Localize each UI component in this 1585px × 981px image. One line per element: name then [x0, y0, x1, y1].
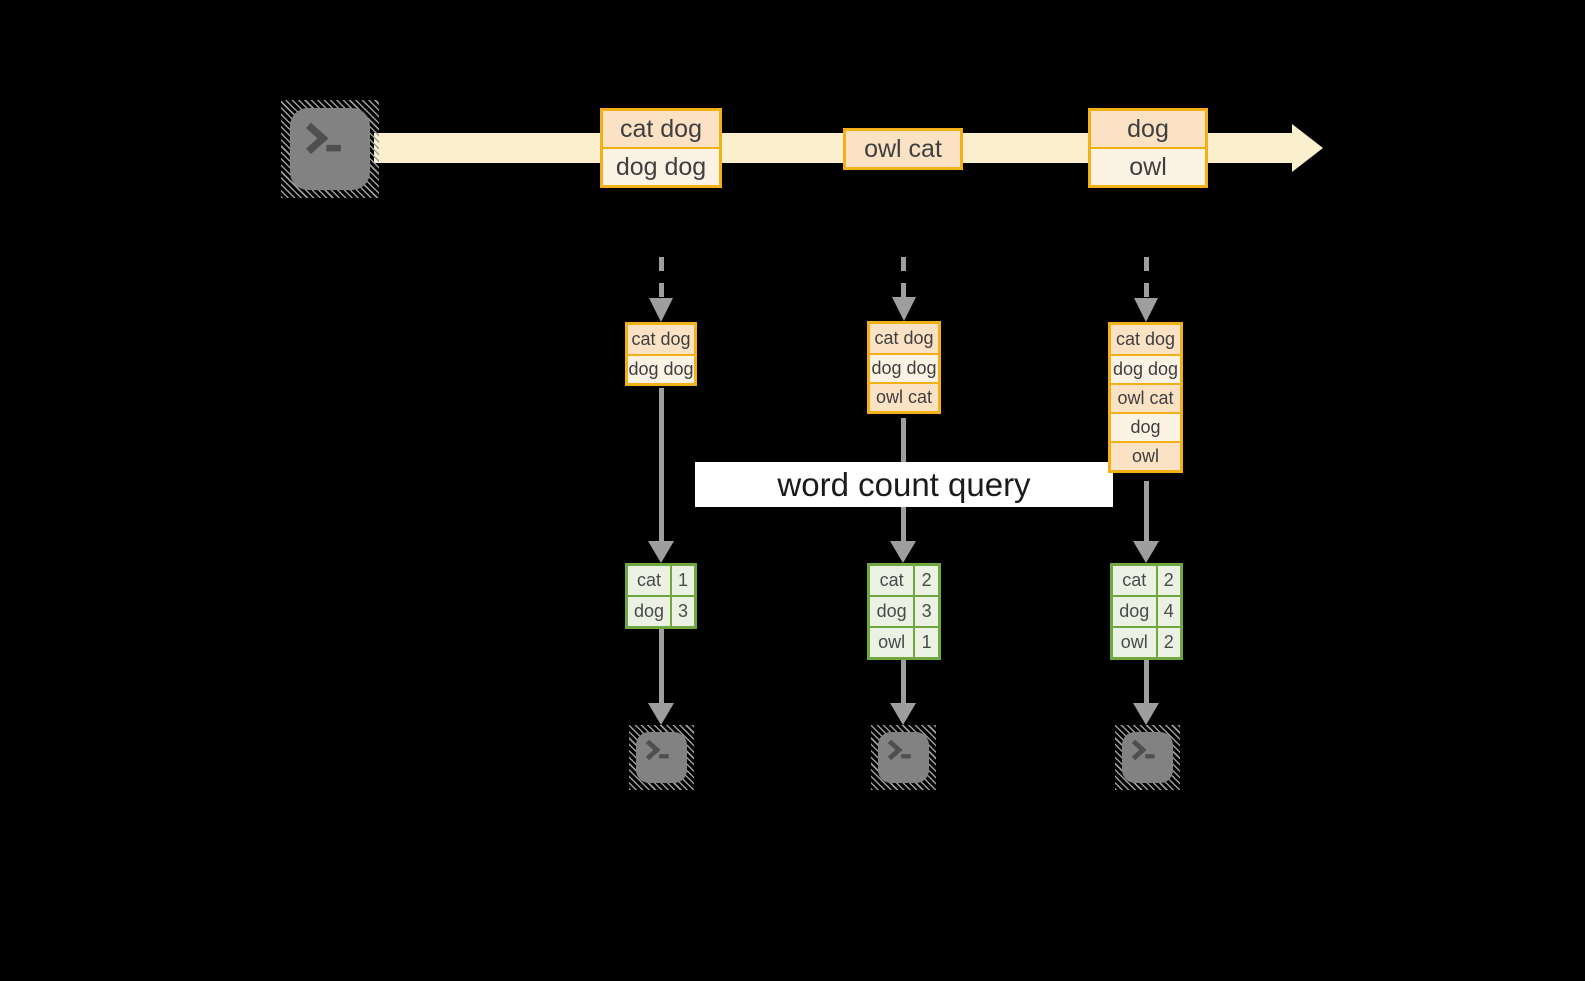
- count-table-2: cat 2 dog 3 owl 1: [867, 563, 941, 660]
- count-table-3: cat 2 dog 4 owl 2: [1110, 563, 1183, 660]
- stream-arrowhead-icon: [1292, 124, 1323, 172]
- arrowhead-icon: [890, 703, 916, 725]
- query-label: word count query: [695, 462, 1113, 507]
- word-cell: dog: [870, 597, 914, 626]
- record: dog dog: [870, 353, 938, 382]
- word-cell: dog: [628, 597, 670, 626]
- record: dog dog: [603, 147, 719, 185]
- word-cell: cat: [870, 566, 914, 595]
- count-cell: 1: [671, 566, 694, 595]
- arrowhead-icon: [1134, 298, 1158, 322]
- arrow-line: [659, 629, 664, 703]
- dashed-arrow-line: [901, 257, 906, 297]
- arrow-line: [1144, 481, 1149, 541]
- stream-batch-2: owl cat: [843, 128, 963, 170]
- record: owl cat: [870, 382, 938, 411]
- record: cat dog: [628, 325, 694, 354]
- terminal-prompt-icon: [1131, 739, 1155, 761]
- accumulated-input-3: cat dog dog dog owl cat dog owl: [1108, 322, 1183, 473]
- count-cell: 2: [915, 566, 938, 595]
- record: dog dog: [628, 354, 694, 383]
- terminal-prompt-icon: [887, 739, 911, 761]
- word-cell: dog: [1113, 597, 1156, 626]
- word-cell: owl: [870, 628, 914, 657]
- record: cat dog: [870, 324, 938, 353]
- dashed-arrow-line: [659, 257, 664, 297]
- stream-batch-3: dog owl: [1088, 108, 1208, 188]
- stream-batch-1: cat dog dog dog: [600, 108, 722, 188]
- count-cell: 4: [1157, 597, 1180, 626]
- record: dog dog: [1111, 354, 1180, 383]
- word-cell: cat: [628, 566, 670, 595]
- record: dog: [1091, 111, 1205, 147]
- source-terminal-icon: [281, 100, 379, 198]
- sink-terminal-icon-3: [1115, 725, 1180, 790]
- arrow-line: [1144, 660, 1149, 703]
- word-cell: cat: [1113, 566, 1156, 595]
- record: owl cat: [846, 131, 960, 167]
- arrowhead-icon: [648, 703, 674, 725]
- accumulated-input-1: cat dog dog dog: [625, 322, 697, 386]
- count-cell: 2: [1157, 628, 1180, 657]
- arrowhead-icon: [890, 541, 916, 563]
- arrowhead-icon: [649, 298, 673, 322]
- arrow-line: [659, 388, 664, 541]
- record: owl: [1111, 441, 1180, 470]
- sink-terminal-icon-1: [629, 725, 694, 790]
- record: owl: [1091, 147, 1205, 185]
- arrowhead-icon: [892, 297, 916, 321]
- record: cat dog: [1111, 325, 1180, 354]
- count-cell: 3: [915, 597, 938, 626]
- terminal-prompt-icon: [305, 122, 341, 155]
- arrow-line: [901, 660, 906, 703]
- arrowhead-icon: [1133, 703, 1159, 725]
- word-cell: owl: [1113, 628, 1156, 657]
- record: owl cat: [1111, 383, 1180, 412]
- sink-terminal-icon-2: [871, 725, 936, 790]
- record: cat dog: [603, 111, 719, 147]
- count-table-1: cat 1 dog 3: [625, 563, 697, 629]
- arrowhead-icon: [1133, 541, 1159, 563]
- count-cell: 2: [1157, 566, 1180, 595]
- record: dog: [1111, 412, 1180, 441]
- count-cell: 3: [671, 597, 694, 626]
- arrowhead-icon: [648, 541, 674, 563]
- accumulated-input-2: cat dog dog dog owl cat: [867, 321, 941, 414]
- count-cell: 1: [915, 628, 938, 657]
- dashed-arrow-line: [1144, 257, 1149, 297]
- terminal-prompt-icon: [645, 739, 669, 761]
